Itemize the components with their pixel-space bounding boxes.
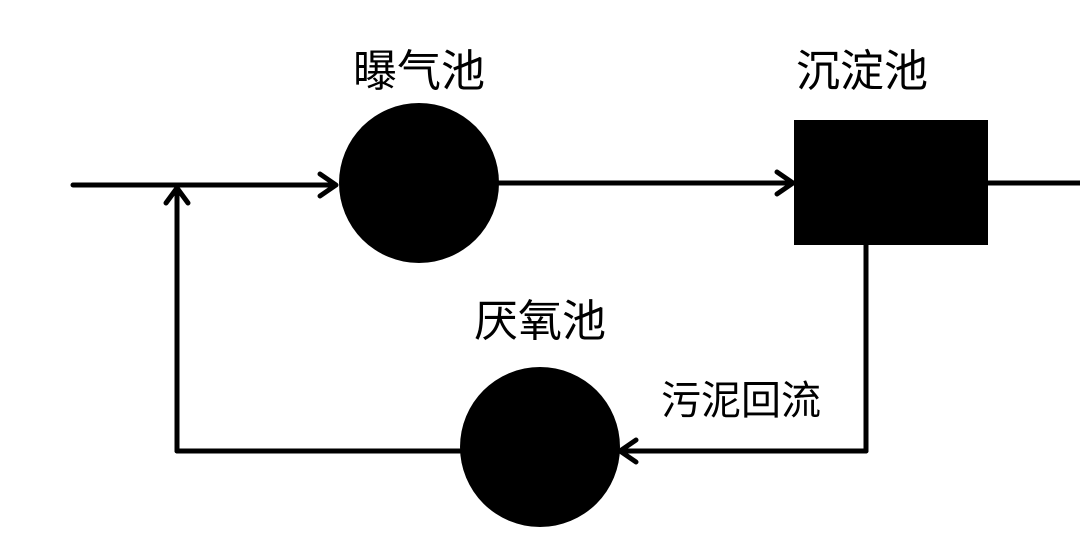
aeration-tank-label: 曝气池 — [353, 46, 485, 97]
sedimentation-tank-node — [794, 120, 988, 245]
inflow-arrowhead — [317, 171, 339, 199]
aeration-tank-node — [339, 103, 499, 263]
anaerobic-return-arrowhead — [163, 185, 191, 206]
aeration-to-sedimentation-arrowhead — [774, 169, 796, 197]
sludge-return-label: 污泥回流 — [661, 378, 821, 424]
sludge-return-arrowhead — [617, 437, 639, 465]
anaerobic-tank-node — [460, 367, 620, 527]
anaerobic-tank-label: 厌氧池 — [474, 296, 606, 347]
sedimentation-tank-label: 沉淀池 — [796, 46, 928, 97]
